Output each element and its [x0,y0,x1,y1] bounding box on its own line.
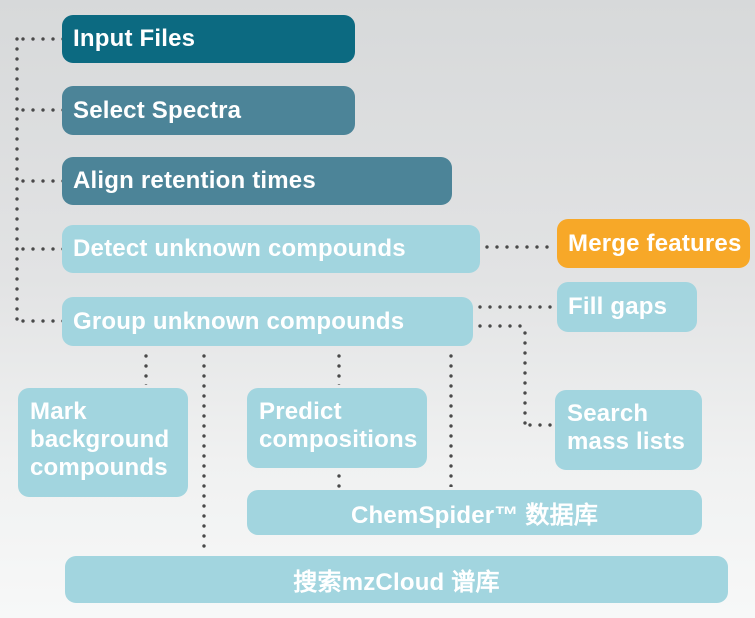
node-align-retention-times: Align retention times [62,157,452,205]
connector-predict-to-chemspider [337,471,341,488]
node-mzcloud-search: 搜索mzCloud 谱库 [65,556,728,603]
connector-rail-to-align-retention [18,179,62,183]
connector-rail-to-input-files [18,37,62,41]
connector-rail-to-group-unknown [18,319,62,323]
connector-rail-to-select-spectra [18,108,62,112]
connector-detect-to-merge-features [482,245,555,249]
node-merge-features: Merge features [557,219,750,268]
connector-rail-to-detect-unknown [18,247,62,251]
connector-group-to-predict [337,351,341,385]
node-select-spectra: Select Spectra [62,86,355,135]
connector-group-to-mzcloud [202,351,206,554]
connector-group-to-mark-background [144,351,148,385]
node-predict-compositions: Predict compositions [247,388,427,468]
node-chemspider-database: ChemSpider™ 数据库 [247,490,702,535]
node-detect-unknown-compounds: Detect unknown compounds [62,225,480,273]
node-search-mass-lists: Search mass lists [555,390,702,470]
connector-left-rail [15,34,19,324]
node-input-files: Input Files [62,15,355,63]
connector-group-to-search-segment-1 [475,324,525,328]
node-group-unknown-compounds: Group unknown compounds [62,297,473,346]
node-mark-background-compounds: Mark background compounds [18,388,188,497]
connector-group-to-search-segment-3 [525,423,553,427]
node-fill-gaps: Fill gaps [557,282,697,332]
connector-group-to-fill-gaps [475,305,555,309]
connector-group-to-search-segment-2 [523,328,527,426]
connector-group-to-chemspider [449,351,453,487]
